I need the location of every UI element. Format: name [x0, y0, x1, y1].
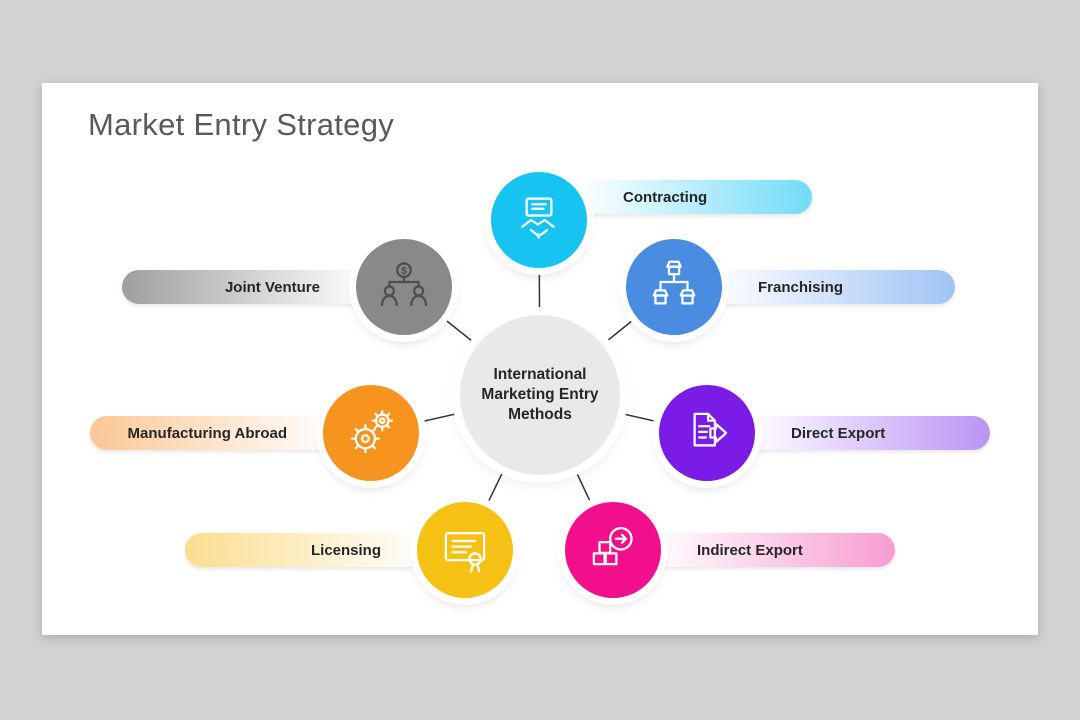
boxes-clock-icon	[592, 526, 633, 566]
pill-label-manufacturing-abroad: Manufacturing Abroad	[127, 424, 287, 442]
circle-franchising	[626, 239, 722, 335]
pill-franchising: Franchising	[712, 270, 955, 304]
circle-indirect-export	[565, 502, 661, 598]
slide-canvas: Market Entry Strategy Contracting Franch…	[42, 83, 1038, 635]
pill-manufacturing-abroad: Manufacturing Abroad	[90, 416, 333, 450]
svg-text:$: $	[401, 266, 407, 277]
pill-label-franchising: Franchising	[758, 278, 844, 296]
slide-title: Market Entry Strategy	[88, 107, 395, 142]
pill-label-licensing: Licensing	[310, 541, 381, 559]
circle-direct-export	[659, 385, 755, 481]
circle-manufacturing-abroad	[323, 385, 419, 481]
circle-contracting	[491, 172, 587, 268]
pill-label-direct-export: Direct Export	[791, 424, 886, 442]
pill-contracting: Contracting	[577, 180, 812, 214]
gears-icon	[350, 409, 393, 454]
circle-licensing	[417, 502, 513, 598]
certificate-icon	[444, 532, 486, 573]
document-arrow-icon	[693, 412, 728, 447]
circle-joint-venture: $	[356, 239, 452, 335]
pill-joint-venture: Joint Venture	[122, 270, 366, 304]
center-hub-label: International Marketing Entry Methods	[481, 365, 599, 424]
pill-label-indirect-export: Indirect Export	[697, 541, 803, 559]
pill-label-contracting: Contracting	[623, 188, 708, 206]
pill-label-joint-venture: Joint Venture	[224, 278, 320, 296]
pill-direct-export: Direct Export	[745, 416, 990, 450]
franchise-stores-icon	[652, 260, 696, 305]
pill-indirect-export: Indirect Export	[651, 533, 895, 567]
partners-dollar-icon: $	[380, 262, 428, 307]
center-hub: International Marketing Entry Methods	[460, 315, 620, 475]
pill-licensing: Licensing	[185, 533, 427, 567]
laptop-handshake-icon	[521, 197, 555, 239]
